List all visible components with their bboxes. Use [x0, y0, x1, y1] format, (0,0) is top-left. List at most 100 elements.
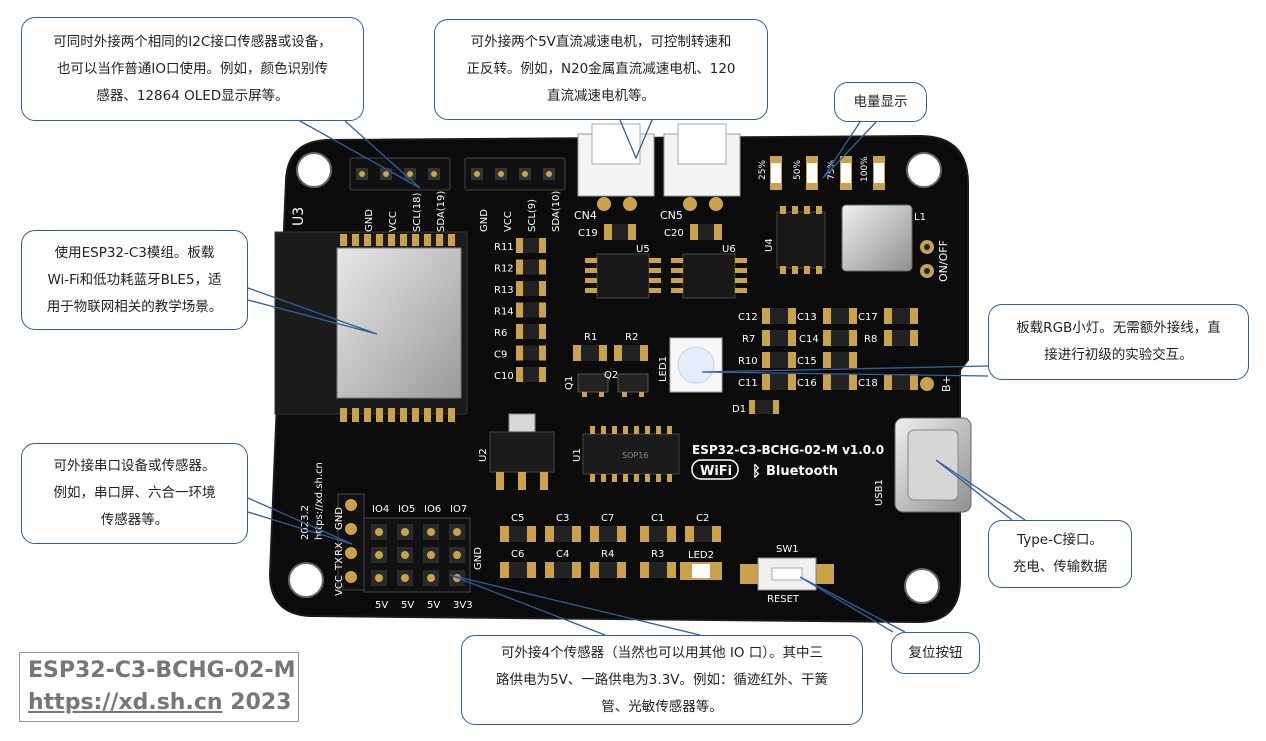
- passive-label: C15: [797, 356, 817, 367]
- passive-component: [823, 352, 857, 368]
- passive-label: C14: [799, 334, 819, 345]
- passive-component: [762, 330, 796, 346]
- callout-i2c: 可同时外接两个相同的I2C接口传感器或设备， 也可以当作普通IO口使用。例如，颜…: [21, 17, 364, 121]
- label-led1: LED1: [658, 356, 669, 382]
- io-pin-label: IO5: [398, 504, 415, 515]
- passive-component: [762, 308, 796, 324]
- passive-component: [884, 374, 918, 390]
- label-u4: U4: [764, 238, 775, 252]
- label-q2: Q2: [604, 370, 618, 381]
- label-u5: U5: [636, 244, 650, 255]
- label-gnd-side: GND: [473, 547, 484, 570]
- passive-label: C1: [651, 513, 664, 524]
- bluetooth-icon: ᛒ: [752, 462, 761, 480]
- passive-component: [640, 562, 676, 578]
- passive-component: [823, 330, 857, 346]
- passive-label: R3: [651, 549, 664, 560]
- badge-url[interactable]: https://xd.sh.cn: [28, 690, 223, 715]
- badge-model: ESP32-C3-BCHG-02-M: [28, 658, 296, 683]
- uart-pin-label: TX: [334, 557, 345, 571]
- label-c19: C19: [578, 228, 598, 239]
- esp32-module: [274, 231, 468, 422]
- passive-component: [500, 562, 536, 578]
- power-pin-label: 5V: [427, 600, 440, 611]
- label-u2: U2: [478, 448, 489, 462]
- passive-label: C17: [858, 312, 878, 323]
- passive-label: C7: [601, 513, 614, 524]
- callout-typec: Type-C接口。 充电、传输数据: [988, 520, 1132, 588]
- passive-label: C11: [738, 378, 758, 389]
- wifi-logo: WiFi: [691, 459, 739, 480]
- battery-level-leds: [770, 156, 885, 190]
- io-pin-label: IO7: [450, 504, 467, 515]
- passive-label: C9: [494, 350, 507, 361]
- title-badge: ESP32-C3-BCHG-02-M https://xd.sh.cn 2023: [19, 652, 299, 722]
- label-b-plus: B+: [940, 375, 953, 392]
- regulator-u2: [489, 413, 555, 490]
- passive-component: [516, 345, 546, 361]
- label-usb1: USB1: [874, 479, 885, 506]
- label-r1: R1: [584, 332, 597, 343]
- passive-component: [545, 526, 581, 542]
- passive-component: [640, 526, 676, 542]
- battery-plus-pad: [920, 377, 934, 391]
- passive-component: [545, 562, 581, 578]
- motor-driver-u6: [671, 253, 747, 299]
- board-name: ESP32-C3-BCHG-02-M v1.0.0: [692, 443, 884, 457]
- label-u1: U1: [572, 448, 583, 462]
- i2c-left-pin-label: GND: [364, 209, 375, 232]
- passive-component: [823, 308, 857, 324]
- label-100pct: 100%: [860, 156, 870, 182]
- label-vertical-url: https://xd.sh.cn: [314, 462, 325, 540]
- passive-component: [516, 324, 546, 339]
- uart-pin-label: RX: [334, 542, 345, 556]
- label-50pct: 50%: [793, 160, 803, 180]
- motor-connector-cn5: [663, 123, 741, 211]
- label-on-off: ON/OFF: [937, 240, 950, 282]
- label-cn5: CN5: [660, 209, 683, 222]
- resistor-r1: [573, 345, 607, 361]
- rgb-led: [669, 337, 723, 393]
- badge-year: 2023: [230, 690, 292, 715]
- i2c-right-pin-label: SDA(10): [551, 191, 562, 232]
- passive-label: R13: [494, 285, 514, 296]
- label-led2: LED2: [688, 550, 714, 561]
- transistor-q2: [617, 373, 649, 397]
- usb-serial-chip-u1: [582, 426, 680, 482]
- callout-sensors: 可外接4个传感器（当然也可以用其他 IO 口）。其中三 路供电为5V、一路供电为…: [461, 635, 863, 725]
- passive-component: [516, 367, 546, 382]
- passive-label: R4: [601, 549, 614, 560]
- i2c-left-pin-label: VCC: [388, 211, 399, 232]
- uart-pin-label: GND: [334, 507, 345, 530]
- label-q1: Q1: [564, 376, 575, 390]
- badge-url-line: https://xd.sh.cn 2023: [28, 687, 292, 719]
- label-reset: RESET: [767, 594, 800, 605]
- callout-rgb: 板载RGB小灯。无需额外接线，直 接进行初级的实验交互。: [988, 304, 1249, 380]
- label-sop16: SOP16: [622, 451, 648, 460]
- i2c-right-pin-label: VCC: [503, 211, 514, 232]
- inductor-l1: [841, 204, 913, 272]
- label-cn4: CN4: [574, 209, 597, 222]
- passive-label: C2: [696, 513, 709, 524]
- passive-label: C18: [858, 378, 878, 389]
- sensor-header: [363, 517, 471, 593]
- i2c-right-pin-label: SCL(9): [527, 199, 538, 232]
- callout-serial: 可外接串口设备或传感器。 例如，串口屏、六合一环境 传感器等。: [21, 443, 248, 544]
- passive-label: C16: [797, 378, 817, 389]
- power-pin-label: 5V: [401, 600, 414, 611]
- label-d1: D1: [732, 404, 746, 415]
- passive-component: [516, 238, 546, 253]
- label-c20: C20: [664, 228, 684, 239]
- passive-label: C10: [494, 371, 514, 382]
- passive-label: R8: [864, 334, 877, 345]
- usb-c-port: [894, 417, 972, 513]
- i2c-header-right: [464, 157, 566, 191]
- passive-label: C3: [556, 513, 569, 524]
- callout-battery: 电量显示: [834, 82, 927, 122]
- svg-text:WiFi: WiFi: [700, 464, 732, 479]
- passive-component: [516, 302, 546, 318]
- passive-component: [685, 526, 721, 542]
- diode-d1: [749, 400, 779, 414]
- callout-esp32: 使用ESP32-C3模组。板载 Wi-Fi和低功耗蓝牙BLE5，适 用于物联网相…: [21, 230, 248, 330]
- io-pin-label: IO4: [372, 504, 389, 515]
